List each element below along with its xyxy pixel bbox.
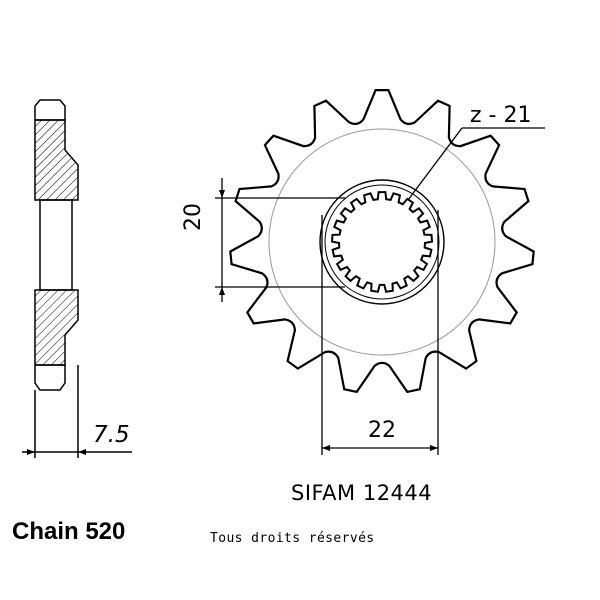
hub-circle-inner <box>324 184 440 300</box>
bore-dimension-label: 22 <box>368 418 396 443</box>
side-hatched-upper <box>34 119 79 201</box>
front-view <box>229 89 535 394</box>
side-tooth-bottom <box>34 364 66 391</box>
front-dimensions <box>215 127 545 455</box>
hub-circle-outer <box>319 179 445 305</box>
dim-22-arrow-left <box>322 445 330 451</box>
dim-22-arrow-right <box>430 445 438 451</box>
chain-size-label: Chain 520 <box>12 518 126 545</box>
side-tooth-top <box>34 99 66 121</box>
teeth-leader-line <box>407 127 463 201</box>
dim-20-arrow-bottom <box>219 287 225 295</box>
dim-20-arrow-top <box>219 190 225 198</box>
rights-notice: Tous droits réservés <box>210 531 375 546</box>
side-section-view <box>22 99 132 458</box>
side-hatched-lower <box>34 289 79 366</box>
part-reference: SIFAM 12444 <box>291 481 433 505</box>
sprocket-outline <box>229 89 535 394</box>
spline-outline <box>330 191 434 293</box>
pitch-circle <box>268 128 496 356</box>
dim-75-arrow-right <box>78 449 86 455</box>
dim-75-arrow-left <box>27 449 35 455</box>
thickness-dimension-label: 7.5 <box>93 422 130 448</box>
side-hub-bore <box>39 199 73 291</box>
teeth-count-label: z - 21 <box>470 103 532 128</box>
width-dimension-label: 20 <box>181 203 206 231</box>
